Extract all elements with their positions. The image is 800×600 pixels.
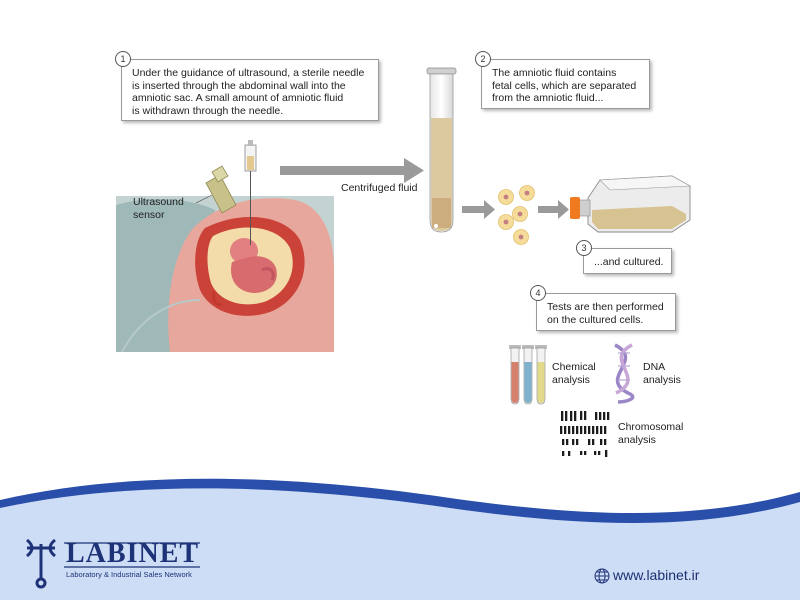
step-1-text: Under the guidance of ultrasound, a ster… [132,67,365,79]
chromosomal-analysis-label: Chromosomal analysis [618,421,684,446]
step-2-text: The amniotic fluid contains [492,67,617,79]
step-3-number: 3 [576,240,592,256]
step-3-box: ...and cultured. [583,248,672,274]
centrifuge-tube [426,67,457,233]
ultrasound-sensor-label: Ultrasound sensor [133,196,184,221]
step-1-text: is withdrawn through the needle. [132,104,284,117]
step-2-text: fetal cells, which are separated [492,79,637,92]
step-4-box: Tests are then performed on the cultured… [536,293,676,331]
brand-tagline: Laboratory & Industrial Sales Network [66,570,192,579]
chemical-analysis-label: Chemical analysis [552,361,596,386]
fetal-cells [498,185,535,245]
arrow-to-flask [538,200,569,219]
test-tubes [509,345,547,405]
flask-cap [570,197,580,219]
step-1-text: is inserted through the abdominal wall i… [132,79,346,92]
dna-analysis-label: DNA analysis [643,361,681,386]
syringe-needle [244,140,257,245]
arrow-to-centrifuge [280,158,424,183]
website-link[interactable]: www.labinet.ir [613,567,700,583]
step-2-text: from the amniotic fluid... [492,92,604,104]
brand-name: LABINET [66,538,200,569]
culture-flask [570,175,692,233]
chromosome-karyotype [560,411,610,457]
step-3-text: ...and cultured. [594,256,664,268]
dna-helix-icon [614,343,635,404]
fetus-body [230,256,277,293]
step-4-number: 4 [530,285,546,301]
ultrasound-probe [195,165,237,214]
labinet-logo-icon [26,538,200,589]
step-1-text: amniotic sac. A small amount of amniotic… [132,92,344,104]
patient-scene [116,150,334,352]
step-4-text: on the cultured cells. [547,313,644,326]
step-2-number: 2 [475,51,491,67]
step-1-box: Under the guidance of ultrasound, a ster… [121,59,379,121]
step-4-text: Tests are then performed [547,301,664,313]
step-1-number: 1 [115,51,131,67]
step-2-box: The amniotic fluid contains fetal cells,… [481,59,650,109]
globe-icon [594,568,610,584]
centrifuged-fluid-label: Centrifuged fluid [341,182,418,194]
arrow-to-cells [462,200,495,219]
